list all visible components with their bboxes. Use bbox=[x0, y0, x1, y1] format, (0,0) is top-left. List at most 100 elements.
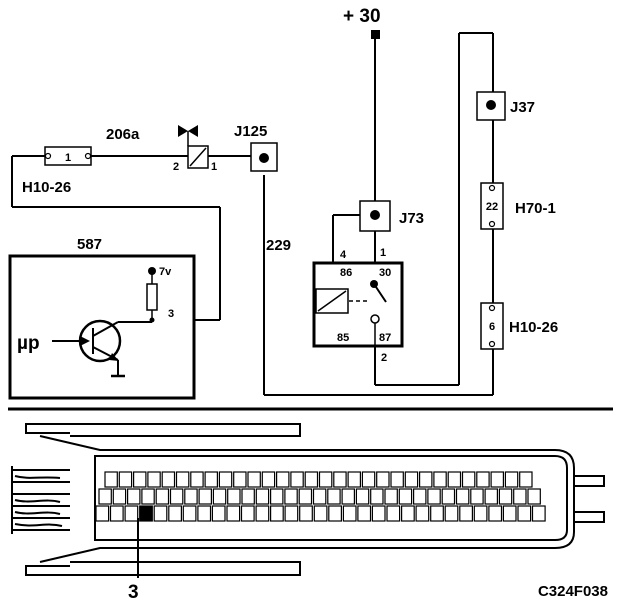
connector-pin bbox=[398, 488, 413, 505]
connector-pin bbox=[184, 488, 198, 505]
connector-pin bbox=[169, 488, 184, 505]
connector-pin bbox=[430, 505, 444, 522]
connector-pin bbox=[126, 488, 141, 505]
connector-pin bbox=[328, 505, 342, 522]
connector-pin bbox=[341, 488, 356, 505]
connector-pin bbox=[298, 488, 313, 505]
figure-code: C324F038 bbox=[538, 583, 608, 600]
valve-pin-left: 2 bbox=[173, 161, 179, 173]
connector-pin bbox=[299, 505, 313, 522]
connector-pin bbox=[404, 471, 419, 488]
connector-pin bbox=[376, 471, 390, 488]
connector-pin bbox=[155, 488, 170, 505]
connector-pin bbox=[218, 471, 233, 488]
valve-206a bbox=[178, 125, 209, 169]
connector-pin bbox=[361, 471, 376, 488]
relay-pin-2: 2 bbox=[381, 352, 387, 364]
connector-pin bbox=[355, 488, 370, 505]
connector-h10-26-left: 1 bbox=[44, 146, 92, 166]
connector-pin bbox=[118, 471, 133, 488]
connector-pin bbox=[168, 505, 183, 522]
connector-pin bbox=[527, 488, 541, 505]
h10r-pin: 6 bbox=[489, 321, 495, 333]
relay-terminal-85: 85 bbox=[337, 332, 349, 344]
valve-pin-right: 1 bbox=[211, 161, 217, 173]
connector-pin bbox=[318, 471, 333, 488]
connector-pin bbox=[347, 471, 362, 488]
conn-left-pin: 1 bbox=[65, 152, 71, 164]
connector-pin bbox=[284, 505, 299, 522]
connector-pin bbox=[284, 488, 298, 505]
connector-pin bbox=[413, 488, 427, 505]
connector-pin bbox=[470, 488, 484, 505]
connector-pin bbox=[190, 471, 204, 488]
connector-h10-26-right: 6 bbox=[480, 302, 504, 350]
label-plus-30: + 30 bbox=[343, 6, 381, 27]
connector-pin bbox=[504, 471, 519, 488]
connector-pin bbox=[261, 471, 276, 488]
connector-pin bbox=[390, 471, 404, 488]
connector-pin-highlighted bbox=[139, 505, 153, 522]
connector-pin bbox=[133, 471, 147, 488]
connector-pin-grid bbox=[95, 471, 546, 522]
label-h70-1: H70-1 bbox=[515, 200, 556, 217]
relay-pin-4: 4 bbox=[340, 249, 347, 261]
connector-pin bbox=[488, 505, 503, 522]
connector-pin bbox=[459, 505, 473, 522]
connector-pin bbox=[371, 505, 386, 522]
label-587: 587 bbox=[77, 236, 102, 253]
connector-pin bbox=[473, 505, 488, 522]
connector-pin bbox=[226, 505, 241, 522]
ecu-pin-3: 3 bbox=[168, 308, 174, 320]
connector-pin bbox=[461, 471, 476, 488]
ecu-connector-view bbox=[11, 423, 605, 576]
label-j37: J37 bbox=[510, 99, 535, 116]
relay-terminal-86: 86 bbox=[340, 267, 352, 279]
connector-pin bbox=[333, 471, 347, 488]
connector-pin bbox=[517, 505, 532, 522]
junction-j37 bbox=[476, 91, 506, 121]
connector-pin bbox=[415, 505, 430, 522]
label-mp: µp bbox=[17, 333, 40, 354]
connector-pin bbox=[233, 471, 247, 488]
connector-pin bbox=[175, 471, 190, 488]
connector-pin bbox=[447, 471, 462, 488]
connector-pin bbox=[531, 505, 546, 522]
connector-pin bbox=[161, 471, 176, 488]
label-j125: J125 bbox=[234, 123, 267, 140]
connector-pin bbox=[304, 471, 319, 488]
relay-terminal-87: 87 bbox=[379, 332, 391, 344]
connector-pin bbox=[327, 488, 341, 505]
connector-pin bbox=[255, 505, 270, 522]
connector-pin bbox=[386, 505, 401, 522]
connector-pin bbox=[519, 471, 533, 488]
connector-pin bbox=[276, 471, 290, 488]
connector-pin bbox=[212, 488, 227, 505]
label-206a: 206a bbox=[106, 126, 140, 143]
label-h10-26-right: H10-26 bbox=[509, 319, 558, 336]
connector-pin bbox=[384, 488, 398, 505]
connector-pin bbox=[240, 505, 255, 522]
connector-pin bbox=[141, 488, 155, 505]
connector-pin bbox=[198, 488, 213, 505]
h70-pin: 22 bbox=[486, 201, 498, 213]
connector-pin bbox=[401, 505, 415, 522]
connector-pin bbox=[95, 505, 110, 522]
connector-pin bbox=[312, 488, 327, 505]
connector-pin bbox=[124, 505, 139, 522]
label-h10-26-left: H10-26 bbox=[22, 179, 71, 196]
connector-pin bbox=[427, 488, 441, 505]
connector-pin bbox=[270, 488, 284, 505]
connector-pin bbox=[313, 505, 328, 522]
connector-pin bbox=[211, 505, 226, 522]
relay-pin-1: 1 bbox=[380, 247, 386, 259]
connector-pin bbox=[227, 488, 241, 505]
connector-pin bbox=[247, 471, 261, 488]
connector-pin bbox=[197, 505, 212, 522]
label-j73: J73 bbox=[399, 210, 424, 227]
connector-pin bbox=[490, 471, 505, 488]
connector-pin bbox=[109, 505, 124, 522]
connector-pin bbox=[498, 488, 513, 505]
